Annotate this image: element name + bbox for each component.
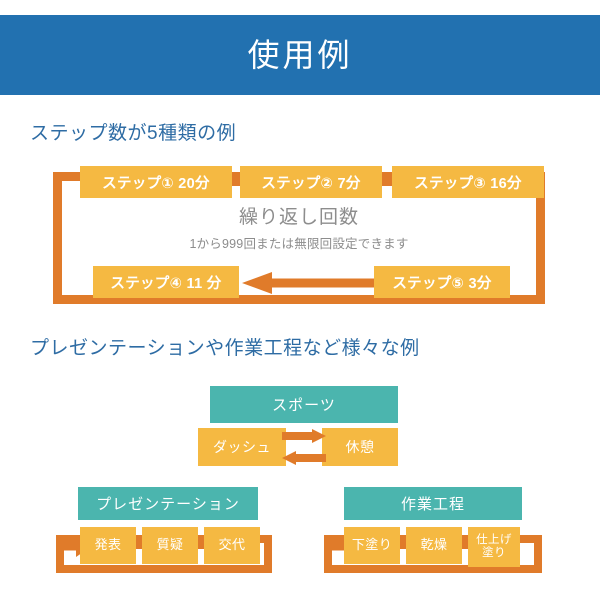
connector-work-2-3 bbox=[462, 541, 468, 549]
presentation-item-1[interactable]: 発表 bbox=[80, 527, 136, 564]
work-process-item-label-1: 下塗り bbox=[351, 537, 393, 553]
step-box-3[interactable]: ステップ③ 16分 bbox=[392, 166, 544, 198]
connector-step2-step3 bbox=[382, 177, 392, 186]
work-process-item-label-3: 仕上げ 塗り bbox=[476, 534, 512, 559]
group-title-presentation[interactable]: プレゼンテーション bbox=[78, 487, 258, 520]
connector-presentation-2-3 bbox=[198, 541, 204, 549]
step-label-3: ステップ③ 16分 bbox=[414, 175, 522, 192]
group-title-label-presentation: プレゼンテーション bbox=[96, 496, 240, 513]
sports-item-label-dash: ダッシュ bbox=[213, 438, 271, 455]
step-box-4[interactable]: ステップ④ 11 分 bbox=[93, 266, 239, 298]
presentation-item-label-3: 交代 bbox=[218, 537, 246, 553]
step-label-1: ステップ① 20分 bbox=[102, 175, 210, 192]
work-process-item-2[interactable]: 乾燥 bbox=[406, 527, 462, 564]
connector-work-1-2 bbox=[400, 541, 406, 549]
repeat-count-description: 1から999回または無限回設定できます bbox=[189, 236, 409, 251]
step-box-2[interactable]: ステップ② 7分 bbox=[240, 166, 382, 198]
step-box-1[interactable]: ステップ① 20分 bbox=[80, 166, 232, 198]
step-box-5[interactable]: ステップ⑤ 3分 bbox=[374, 266, 510, 298]
group-title-work-process[interactable]: 作業工程 bbox=[344, 487, 522, 520]
sports-item-label-rest: 休憩 bbox=[345, 438, 375, 455]
repeat-count-label: 繰り返し回数 bbox=[238, 207, 359, 228]
sports-item-dash[interactable]: ダッシュ bbox=[198, 428, 286, 466]
group-title-sports[interactable]: スポーツ bbox=[210, 386, 398, 423]
work-process-item-3[interactable]: 仕上げ 塗り bbox=[468, 527, 520, 567]
group-title-label-work-process: 作業工程 bbox=[400, 496, 465, 513]
loop-center-caption: 繰り返し回数 1から999回または無限回設定できます bbox=[62, 206, 536, 252]
connector-step1-step2 bbox=[232, 177, 240, 186]
bidirectional-arrows-icon bbox=[282, 429, 326, 465]
presentation-item-label-2: 質疑 bbox=[156, 537, 184, 553]
section-heading-steps: ステップ数が5種類の例 bbox=[30, 123, 237, 144]
group-title-label-sports: スポーツ bbox=[272, 397, 336, 414]
sports-item-rest[interactable]: 休憩 bbox=[322, 428, 398, 466]
section-heading-examples: プレゼンテーションや作業工程など様々な例 bbox=[30, 338, 420, 359]
presentation-item-2[interactable]: 質疑 bbox=[142, 527, 198, 564]
presentation-item-3[interactable]: 交代 bbox=[204, 527, 260, 564]
presentation-item-label-1: 発表 bbox=[94, 537, 122, 553]
step-label-4: ステップ④ 11 分 bbox=[110, 275, 222, 292]
loop-return-arrow-icon bbox=[242, 272, 374, 294]
connector-presentation-1-2 bbox=[136, 541, 142, 549]
step-label-2: ステップ② 7分 bbox=[261, 175, 361, 192]
page-title: 使用例 bbox=[247, 37, 353, 73]
work-process-item-label-2: 乾燥 bbox=[420, 537, 448, 553]
page-header-banner: 使用例 bbox=[0, 15, 600, 95]
work-process-item-1[interactable]: 下塗り bbox=[344, 527, 400, 564]
step-label-5: ステップ⑤ 3分 bbox=[392, 275, 492, 292]
